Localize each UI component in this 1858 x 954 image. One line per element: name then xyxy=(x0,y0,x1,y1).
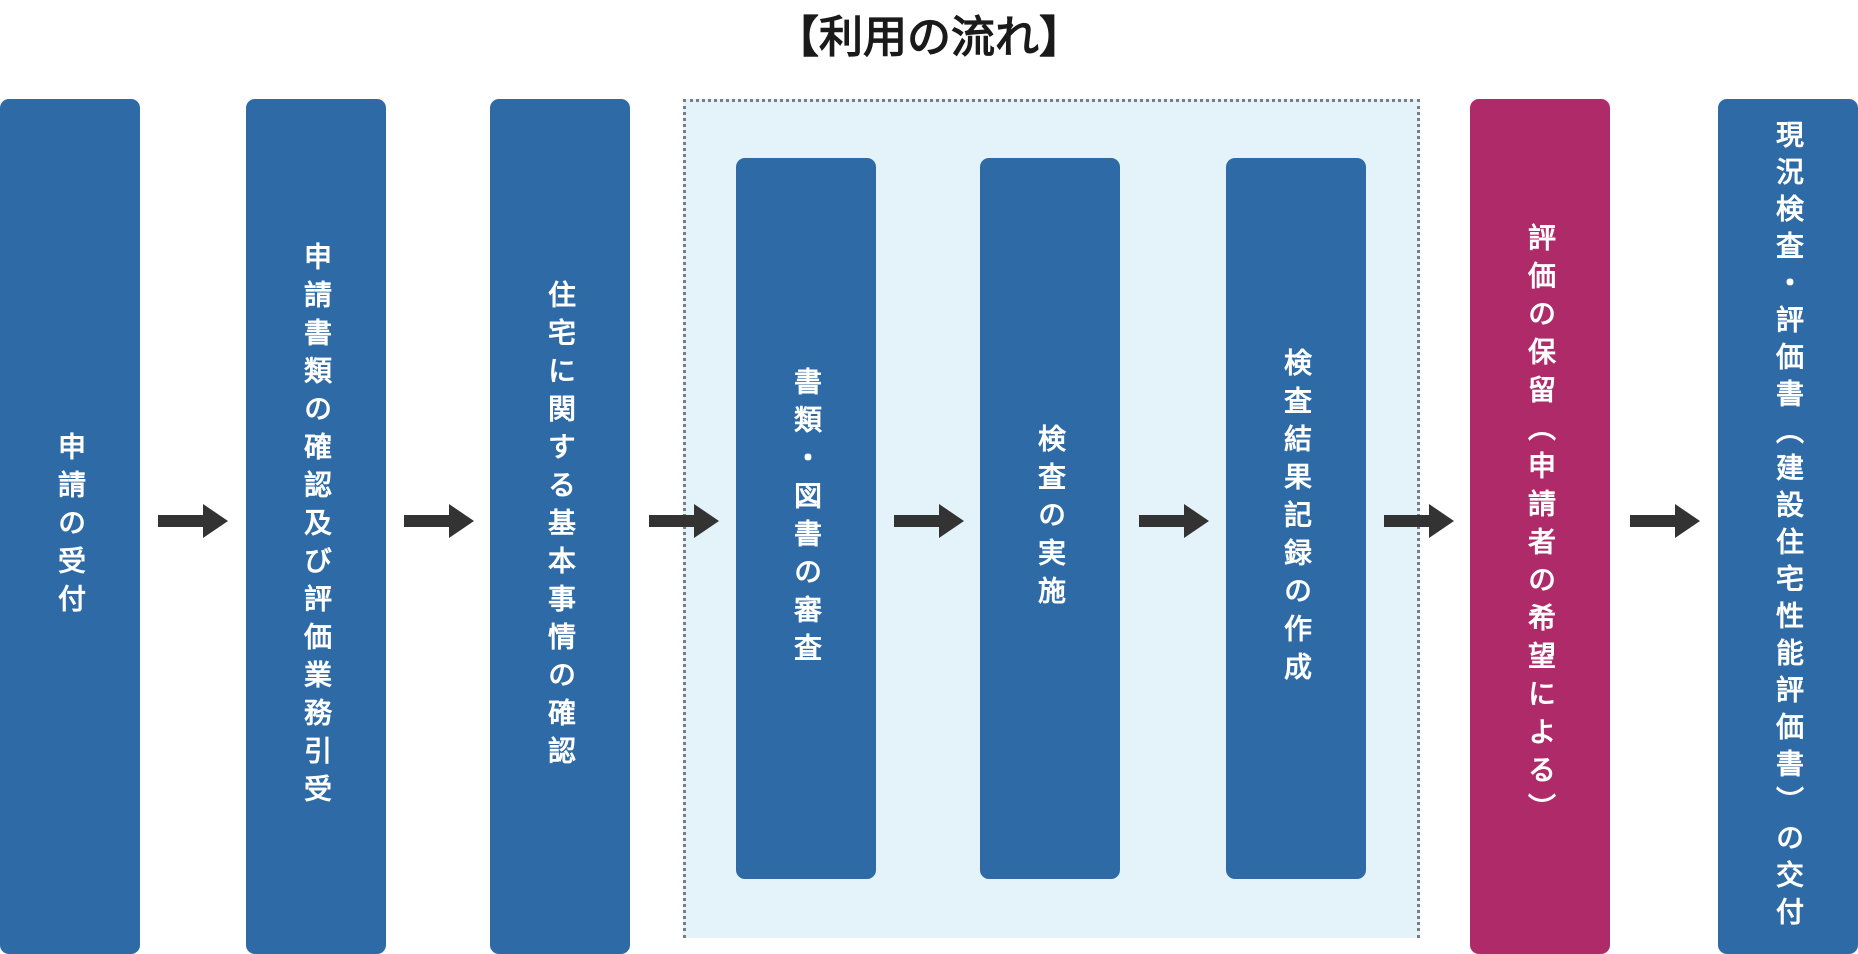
step-label: 住宅に関する基本事情の確認 xyxy=(544,279,577,774)
step-label: 現況検査・評価書（建設住宅性能評価書）の交付 xyxy=(1772,119,1805,934)
arrow-right-icon xyxy=(649,504,719,538)
step-label: 検査の実施 xyxy=(1034,423,1067,614)
step-application-receipt: 申請の受付 xyxy=(0,99,140,954)
arrow-right-icon xyxy=(158,504,228,538)
step-inspection: 検査の実施 xyxy=(980,158,1120,879)
step-label: 申請の受付 xyxy=(54,431,87,622)
step-label: 申請書類の確認及び評価業務引受 xyxy=(300,241,333,812)
arrow-right-icon xyxy=(894,504,964,538)
flow-title: 【利用の流れ】 xyxy=(775,12,1083,63)
step-evaluation-hold: 評価の保留（申請者の希望による） xyxy=(1470,99,1610,954)
step-label: 検査結果記録の作成 xyxy=(1280,347,1313,690)
step-inspection-record: 検査結果記録の作成 xyxy=(1226,158,1366,879)
step-document-drawing-review: 書類・図書の審査 xyxy=(736,158,876,879)
arrow-right-icon xyxy=(1630,504,1700,538)
arrow-right-icon xyxy=(1384,504,1454,538)
step-label: 書類・図書の審査 xyxy=(790,366,823,671)
arrow-right-icon xyxy=(404,504,474,538)
arrow-right-icon xyxy=(1139,504,1209,538)
step-label: 評価の保留（申請者の希望による） xyxy=(1524,222,1557,831)
step-document-check-acceptance: 申請書類の確認及び評価業務引受 xyxy=(246,99,386,954)
step-basic-housing-info-check: 住宅に関する基本事情の確認 xyxy=(490,99,630,954)
step-certificate-issuance: 現況検査・評価書（建設住宅性能評価書）の交付 xyxy=(1718,99,1858,954)
